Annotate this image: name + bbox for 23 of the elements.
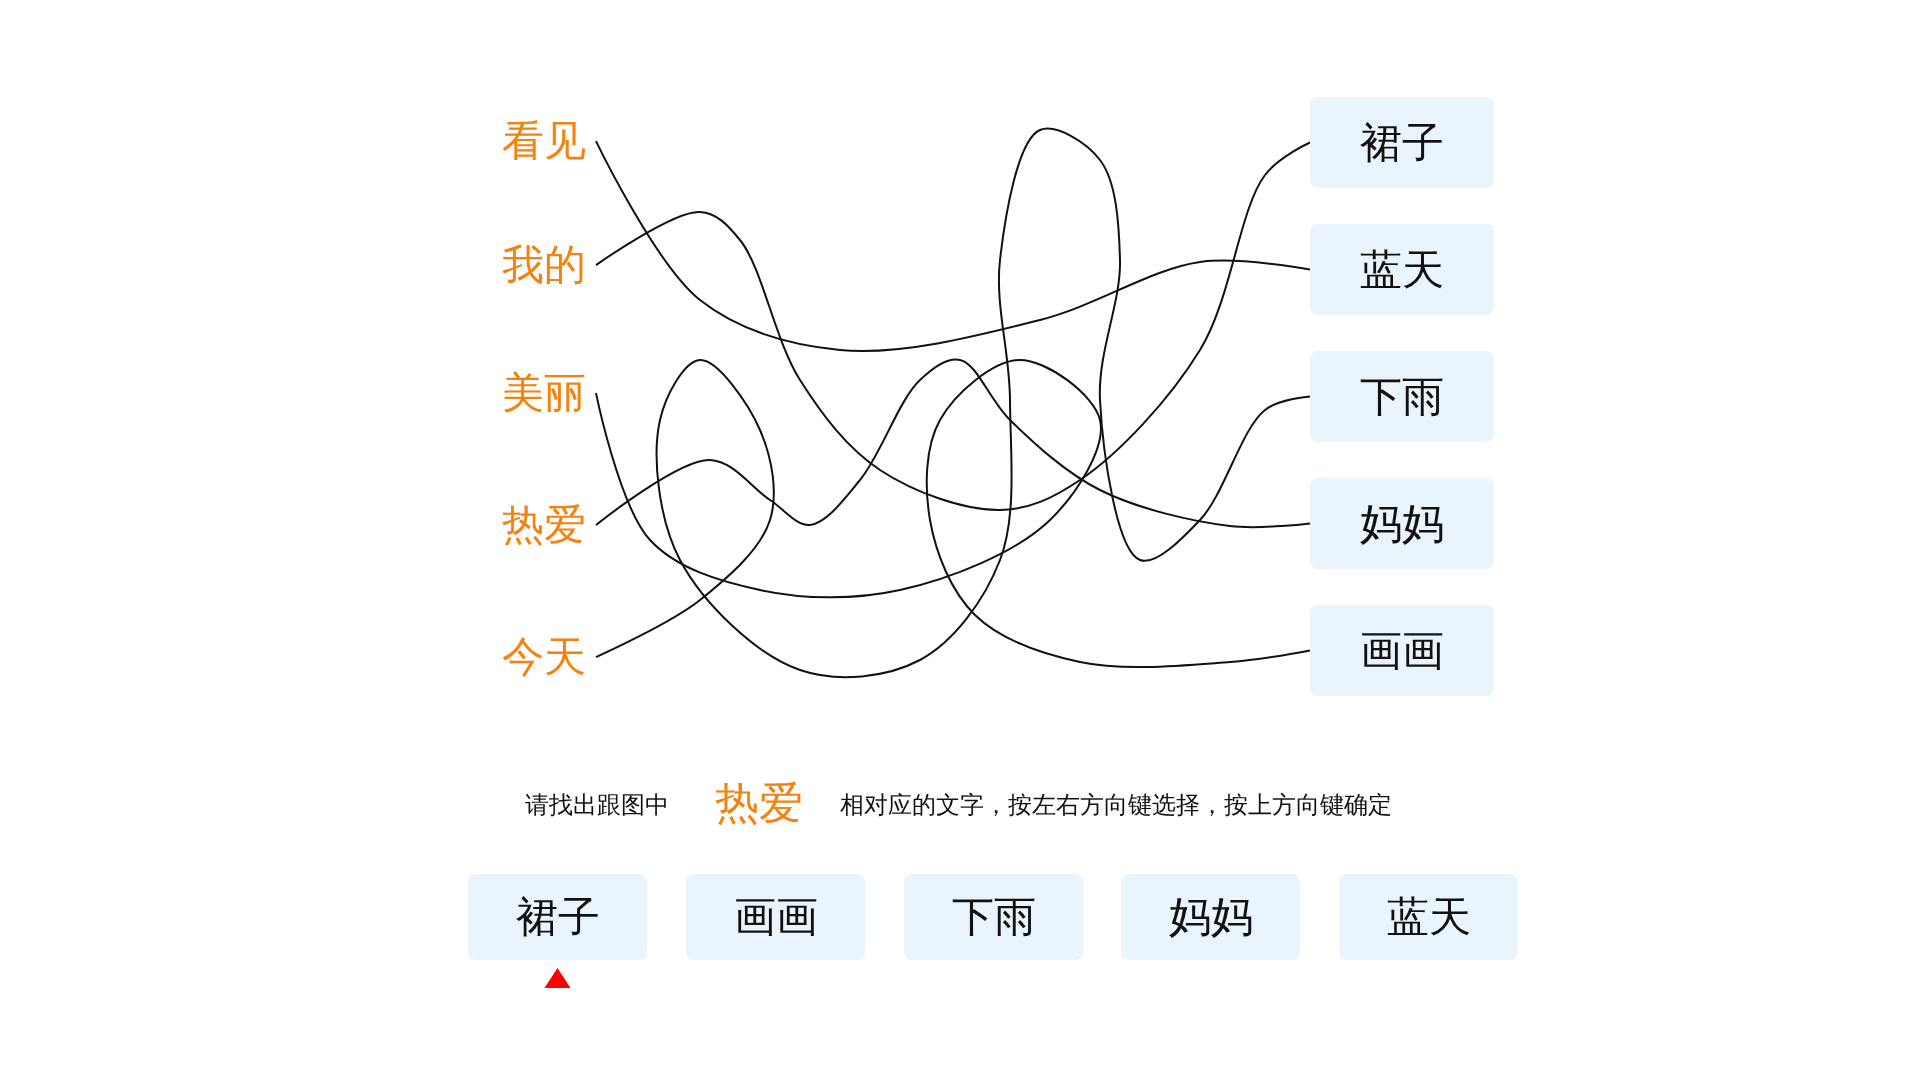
- word-card: 下雨: [1310, 351, 1494, 442]
- answer-option: 妈妈: [1121, 874, 1300, 960]
- word-card: 裙子: [1310, 97, 1494, 188]
- answer-option: 蓝天: [1339, 874, 1518, 960]
- answer-option: 裙子: [468, 874, 647, 960]
- word-label: 热爱: [502, 502, 586, 549]
- word-label: 我的: [502, 242, 586, 289]
- word-card: 蓝天: [1310, 224, 1494, 315]
- word-label: 看见: [502, 118, 586, 165]
- connector-line: [595, 141, 1311, 511]
- word-label: 今天: [502, 634, 586, 681]
- instruction-text: 热爱: [715, 775, 803, 830]
- word-label: 美丽: [502, 370, 586, 417]
- instruction-text: 相对应的文字，按左右方向键选择，按上方向键确定: [840, 790, 1392, 821]
- connector-line: [595, 358, 1311, 529]
- connector-line: [595, 127, 1311, 679]
- word-card: 画画: [1310, 605, 1494, 696]
- instruction-text: 请找出跟图中: [525, 790, 669, 821]
- connector-line: [595, 359, 1311, 668]
- answer-option: 下雨: [904, 874, 1083, 960]
- answer-option: 画画: [686, 874, 865, 960]
- connector-line: [595, 140, 1311, 352]
- word-card: 妈妈: [1310, 478, 1494, 569]
